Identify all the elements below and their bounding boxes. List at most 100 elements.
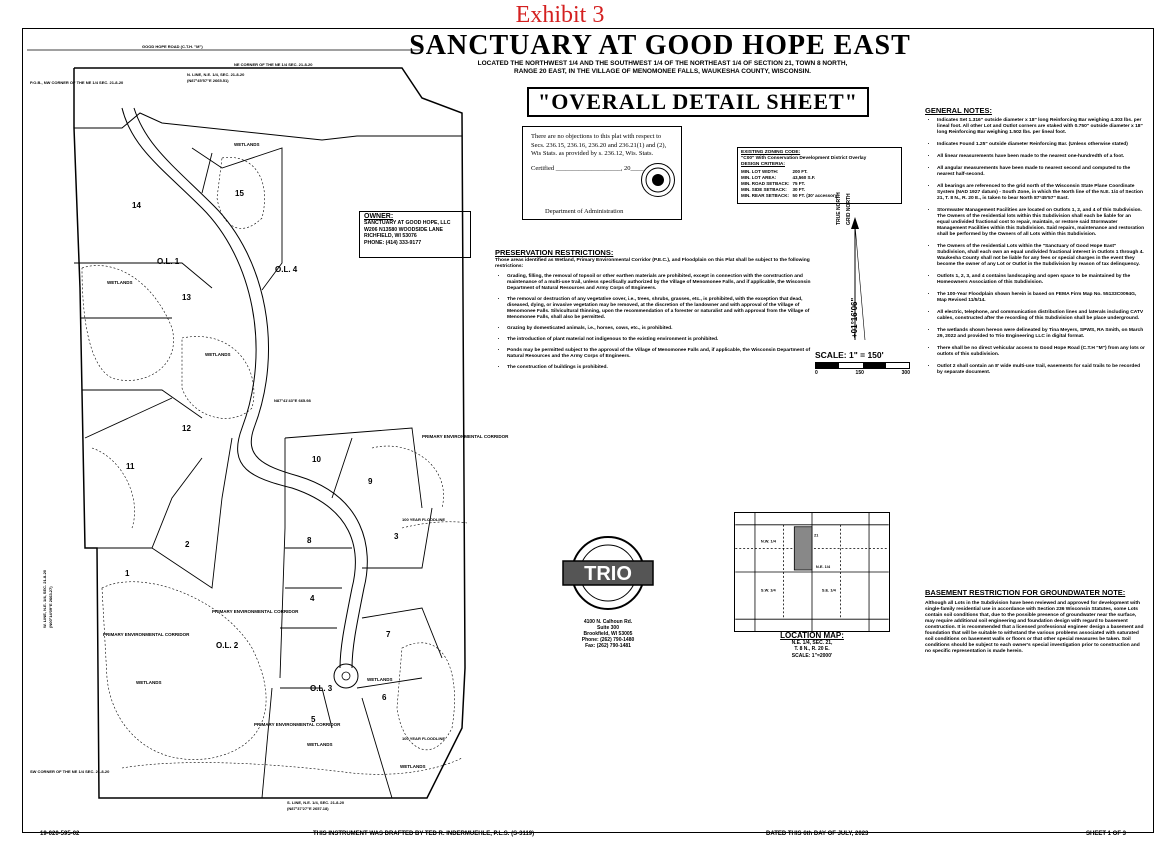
- plat-map: GOOD HOPE ROAD (C.T.H. "M") N. LINE, N.E…: [27, 44, 509, 811]
- loc-sw-label: S.W. 1/4: [761, 588, 777, 593]
- preservation-intro: Those areas identified as Wetland, Prima…: [495, 258, 810, 269]
- trio-logo-block: TRIO 4100 N. Calhoun Rd. Suite 300 Brook…: [552, 533, 664, 649]
- location-map-scale: SCALE: 1"=2000': [791, 652, 833, 659]
- west-line-bearing: (N00°14'09"E 2663.27): [48, 586, 53, 628]
- lot-1: 1: [125, 569, 130, 578]
- lot-3: 3: [394, 532, 399, 541]
- preservation-restrictions: PRESERVATION RESTRICTIONS: Those areas i…: [495, 248, 823, 376]
- loc-section-label: 21: [814, 533, 819, 538]
- note-item: All electric, telephone, and communicati…: [937, 310, 1145, 322]
- north-arrow: [835, 215, 885, 345]
- criteria-key: MIN. ROAD SETBACK:: [741, 181, 790, 186]
- lot-4: 4: [310, 594, 315, 603]
- note-item: All linear measurements have been made t…: [937, 154, 1145, 160]
- lot-10: 10: [312, 455, 321, 464]
- scale-bar-graphic: [815, 362, 910, 369]
- criteria-value: 30 FT.: [792, 187, 806, 192]
- lot-8: 8: [307, 536, 312, 545]
- preservation-item: Ponds may be permitted subject to the ap…: [507, 348, 823, 360]
- trio-address: Brookfield, WI 53005: [583, 631, 633, 637]
- general-notes: GENERAL NOTES: Indicates Set 1.316" outs…: [925, 106, 1145, 382]
- pob-label: P.O.B., NW CORNER OF THE NE 1/4 SEC. 21-…: [30, 80, 124, 85]
- note-item: The 100-Year Floodplain shown herein is …: [937, 292, 1145, 304]
- owner-line: W206 N13580 WOODSIDE LANE: [364, 226, 443, 233]
- lot-12: 12: [182, 424, 191, 433]
- state-seal-icon: [641, 163, 675, 197]
- lot-2: 2: [185, 540, 190, 549]
- wetlands-label-6: WETLANDS: [400, 764, 426, 769]
- corridor-label-4: PRIMARY ENVIRONMENTAL CORRIDOR: [254, 722, 341, 727]
- note-item: Stormwater Management Facilities are loc…: [937, 208, 1145, 238]
- note-item: Indicates Found 1.25" outside diameter R…: [937, 142, 1145, 148]
- lot-7: 7: [386, 630, 391, 639]
- preservation-item: Grading, filling, the removal of topsoil…: [507, 274, 823, 292]
- scale-tick: 300: [901, 370, 910, 376]
- floodline-label-2: 100 YEAR FLOODLINE: [402, 736, 445, 741]
- certificate-text: There are no objections to this plat wit…: [531, 133, 667, 157]
- scale-label: SCALE: 1" = 150': [815, 350, 884, 360]
- design-criteria-table: MIN. LOT WIDTH:200 FT. MIN. LOT AREA:43,…: [741, 169, 842, 199]
- corridor-label-3: PRIMARY ENVIRONMENTAL CORRIDOR: [103, 632, 190, 637]
- groundwater-heading: BASEMENT RESTRICTION FOR GROUNDWATER NOT…: [925, 588, 1126, 597]
- lot-9: 9: [368, 477, 373, 486]
- sw-corner-label: SW CORNER OF THE NE 1/4 SEC. 21-8-20: [30, 769, 110, 774]
- corridor-label: PRIMARY ENVIRONMENTAL CORRIDOR: [422, 434, 509, 439]
- lot-15: 15: [235, 189, 244, 198]
- grid-north-label: GRID NORTH: [846, 193, 852, 225]
- footer-job-number: 19-020-595-02: [40, 831, 80, 837]
- south-line-bearing: (N87°37'27"E 2657.18): [287, 806, 329, 811]
- wetlands-label-7: WETLANDS: [307, 742, 333, 747]
- scale-tick: 0: [815, 370, 818, 376]
- trio-logo-icon: TRIO: [562, 536, 654, 610]
- trio-address: Suite 300: [597, 625, 619, 631]
- note-item: The Owners of the residential Lots withi…: [937, 244, 1145, 268]
- location-map-line: T. 8 N., R. 20 E.: [794, 646, 830, 652]
- note-item: There shall be no direct vehicular acces…: [937, 346, 1145, 358]
- preservation-item: The removal or destruction of any vegeta…: [507, 297, 823, 321]
- footer-drafter: THIS INSTRUMENT WAS DRAFTED BY TED R. IN…: [313, 831, 535, 837]
- criteria-key: MIN. SIDE SETBACK:: [741, 187, 787, 192]
- floodline-label: 100 YEAR FLOODLINE: [402, 517, 445, 522]
- criteria-value: 75 FT.: [792, 181, 806, 186]
- certified-line: Certified ____________________, 20____: [531, 164, 644, 172]
- zoning-heading: EXISTING ZONING CODE:: [741, 150, 801, 155]
- true-north-label: TRUE NORTH: [836, 192, 842, 225]
- sheet-title: "OVERALL DETAIL SHEET": [527, 87, 869, 117]
- north-line-bearing: (N87°45'57"E 2665.51): [187, 78, 229, 83]
- loc-ne-label: N.E. 1/4: [816, 564, 831, 569]
- groundwater-note: BASEMENT RESTRICTION FOR GROUNDWATER NOT…: [925, 589, 1145, 655]
- note-item: Outlot 2 shall contain an 8' wide multi-…: [937, 364, 1145, 376]
- preservation-item: The introduction of plant material not i…: [507, 337, 823, 343]
- north-arrow-icon: [851, 217, 866, 341]
- wetlands-label-5: WETLANDS: [367, 677, 393, 682]
- loc-nw-label: N.W. 1/4: [761, 539, 777, 544]
- criteria-value: 200 FT.: [792, 169, 808, 174]
- wetlands-label: WETLANDS: [234, 142, 260, 147]
- west-line-label: W. LINE, N.E. 1/4, SEC. 21-8-20: [42, 569, 47, 628]
- location-map-heading: LOCATION MAP:: [780, 631, 844, 640]
- outlot-2: O.L. 2: [216, 641, 239, 650]
- zoning-box: EXISTING ZONING CODE: "C00" With Conserv…: [737, 147, 902, 204]
- footer-date: DATED THIS 6th DAY OF JULY, 2023: [766, 831, 869, 837]
- trio-address: 4100 N. Calhoun Rd.: [583, 619, 633, 625]
- groundwater-text: Although all Lots in the Subdivision hav…: [925, 601, 1144, 654]
- south-line-label: S. LINE, N.E. 1/4, SEC. 21-8-20: [287, 800, 345, 805]
- criteria-value: 43,560 S.F.: [792, 175, 816, 180]
- owner-box: OWNER: SANCTUARY AT GOOD HOPE, LLC W206 …: [359, 211, 471, 258]
- wetlands-label-3: WETLANDS: [205, 352, 231, 357]
- note-item: Outlots 1, 2, 3, and 4 contains landscap…: [937, 274, 1145, 286]
- preservation-heading: PRESERVATION RESTRICTIONS:: [495, 248, 614, 257]
- note-item: The wetlands shown hereon were delineate…: [937, 328, 1145, 340]
- north-line-label: N. LINE, N.E. 1/4, SEC. 21-8-20: [187, 72, 245, 77]
- outlot-1: O.L. 1: [157, 257, 180, 266]
- notes-heading: GENERAL NOTES:: [925, 106, 992, 115]
- lot-5: 5: [311, 715, 316, 724]
- trio-address: Fax: (262) 790-1481: [585, 643, 631, 649]
- loc-se-label: S.E. 1/4: [822, 588, 837, 593]
- lot-11: 11: [126, 462, 135, 471]
- preservation-item: The construction of buildings is prohibi…: [507, 365, 823, 371]
- design-criteria-heading: DESIGN CRITERIA:: [741, 162, 785, 167]
- footer-sheet: SHEET 1 OF 3: [1086, 831, 1127, 837]
- owner-line: RICHFIELD, WI 53076: [364, 233, 417, 240]
- owner-heading: OWNER:: [364, 213, 394, 220]
